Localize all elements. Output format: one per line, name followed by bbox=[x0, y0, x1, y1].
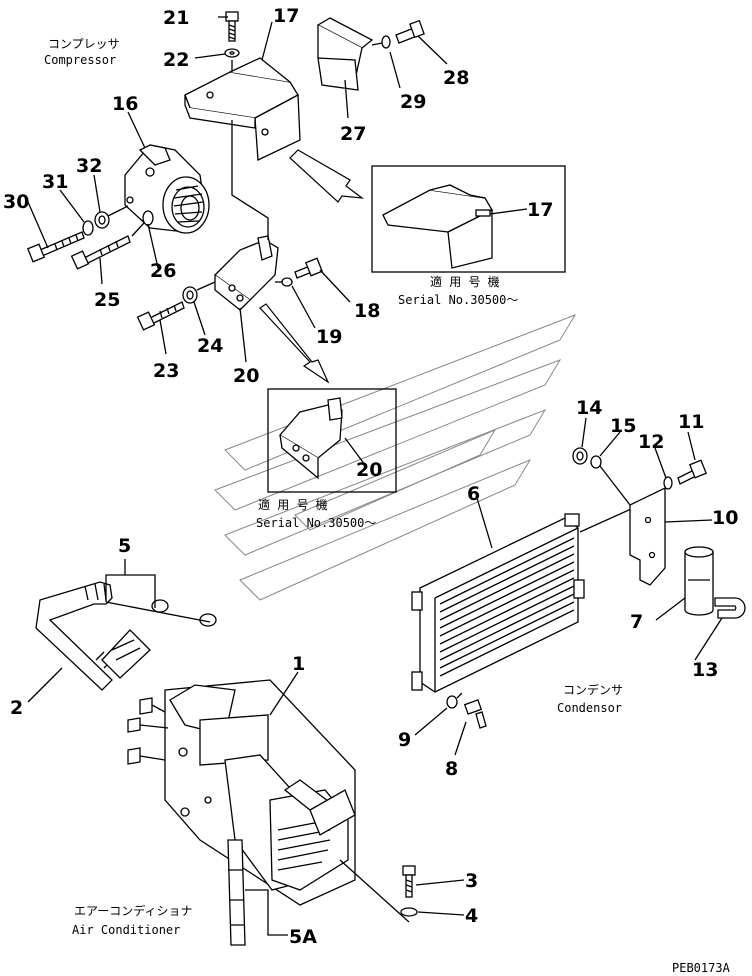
text-labels: コンプレッサ Compressor 適 用 号 機 Serial No.3050… bbox=[44, 37, 731, 975]
hose-2 bbox=[35, 581, 151, 691]
washer-19 bbox=[281, 277, 293, 287]
washer-22 bbox=[224, 48, 240, 58]
callout-26: 26 bbox=[150, 260, 176, 282]
callout-7: 7 bbox=[630, 611, 643, 633]
callout-21: 21 bbox=[163, 7, 189, 29]
washer-9 bbox=[446, 695, 458, 709]
callout-32: 32 bbox=[76, 155, 102, 177]
detail-arrow-20 bbox=[259, 303, 330, 384]
nut-32 bbox=[94, 211, 110, 229]
watermark-logo bbox=[214, 314, 577, 601]
bolt-25 bbox=[70, 235, 131, 270]
washer-15 bbox=[590, 455, 602, 469]
serial-label-en-1: Serial No.30500～ bbox=[398, 293, 518, 307]
callout-14: 14 bbox=[576, 397, 602, 419]
leader-lines bbox=[27, 16, 723, 916]
serial-label-en-2: Serial No.30500～ bbox=[256, 516, 376, 530]
callout-23: 23 bbox=[153, 360, 179, 382]
condenser-label-jp: コンデンサ bbox=[563, 682, 623, 697]
washer-4 bbox=[400, 907, 418, 917]
callout-1: 1 bbox=[292, 653, 305, 675]
air-conditioner-unit-1 bbox=[127, 679, 356, 906]
washer-31 bbox=[82, 220, 94, 236]
callout-5: 5 bbox=[118, 535, 131, 557]
bracket-20-assembly bbox=[213, 235, 279, 311]
callout-11: 11 bbox=[678, 411, 704, 433]
detail-box-20 bbox=[267, 388, 397, 493]
callout-numbers: 21 22 17 27 28 29 16 32 31 30 25 26 23 2… bbox=[3, 5, 738, 948]
callout-29: 29 bbox=[400, 91, 426, 113]
callout-10: 10 bbox=[712, 507, 738, 529]
callout-24: 24 bbox=[197, 335, 223, 357]
bolt-28 bbox=[395, 19, 425, 44]
detail-box-17 bbox=[371, 165, 566, 273]
compressor-16 bbox=[124, 144, 210, 234]
callout-6: 6 bbox=[467, 483, 480, 505]
serial-label-jp-1: 適 用 号 機 bbox=[430, 274, 500, 289]
callout-30: 30 bbox=[3, 191, 29, 213]
bolt-18 bbox=[294, 257, 324, 279]
callout-2: 2 bbox=[10, 697, 23, 719]
callout-15: 15 bbox=[610, 415, 636, 437]
bolt-8 bbox=[463, 699, 487, 729]
callout-27: 27 bbox=[340, 123, 366, 145]
drawing-code: PEB0173A bbox=[672, 961, 731, 975]
bracket-17-detail bbox=[382, 184, 493, 269]
bolt-3 bbox=[402, 865, 416, 898]
bracket-20-detail bbox=[279, 397, 343, 480]
nut-14 bbox=[572, 447, 588, 465]
washer-12 bbox=[663, 476, 673, 490]
aircon-label-en: Air Conditioner bbox=[72, 923, 180, 937]
bracket-17-assembly bbox=[184, 57, 301, 161]
bracket-27 bbox=[316, 17, 374, 91]
callout-16: 16 bbox=[112, 93, 138, 115]
washer-26 bbox=[142, 210, 154, 226]
condenser-label-en: Condensor bbox=[557, 701, 622, 715]
hose-13 bbox=[714, 597, 746, 619]
callout-22: 22 bbox=[163, 49, 189, 71]
callout-20-detail: 20 bbox=[356, 459, 382, 481]
drain-hose-5a bbox=[227, 839, 246, 946]
aircon-label-jp: エアーコンディショナ bbox=[74, 903, 192, 918]
bolt-30 bbox=[26, 231, 85, 263]
condenser-6 bbox=[411, 513, 585, 693]
callout-8: 8 bbox=[445, 758, 458, 780]
callout-12: 12 bbox=[638, 431, 664, 453]
callout-17: 17 bbox=[273, 5, 299, 27]
callout-4: 4 bbox=[465, 905, 478, 927]
callout-19: 19 bbox=[316, 326, 342, 348]
bracket-10 bbox=[629, 486, 666, 586]
callout-3: 3 bbox=[465, 870, 478, 892]
detail-arrow-17 bbox=[289, 149, 365, 203]
callout-9: 9 bbox=[398, 729, 411, 751]
callout-25: 25 bbox=[94, 289, 120, 311]
callout-28: 28 bbox=[443, 67, 469, 89]
compressor-label-jp: コンプレッサ bbox=[48, 37, 120, 51]
washer-29 bbox=[381, 35, 391, 49]
bolt-23 bbox=[136, 301, 185, 331]
callout-20: 20 bbox=[233, 365, 259, 387]
nut-24 bbox=[182, 286, 198, 304]
compressor-label-en: Compressor bbox=[44, 53, 116, 67]
callout-5a: 5A bbox=[289, 926, 317, 948]
callout-31: 31 bbox=[42, 171, 68, 193]
serial-label-jp-2: 適 用 号 機 bbox=[258, 497, 328, 512]
callout-17-detail: 17 bbox=[527, 199, 553, 221]
receiver-dryer-7 bbox=[684, 546, 714, 616]
bolt-11 bbox=[677, 459, 708, 485]
callout-18: 18 bbox=[354, 300, 380, 322]
callout-13: 13 bbox=[692, 659, 718, 681]
